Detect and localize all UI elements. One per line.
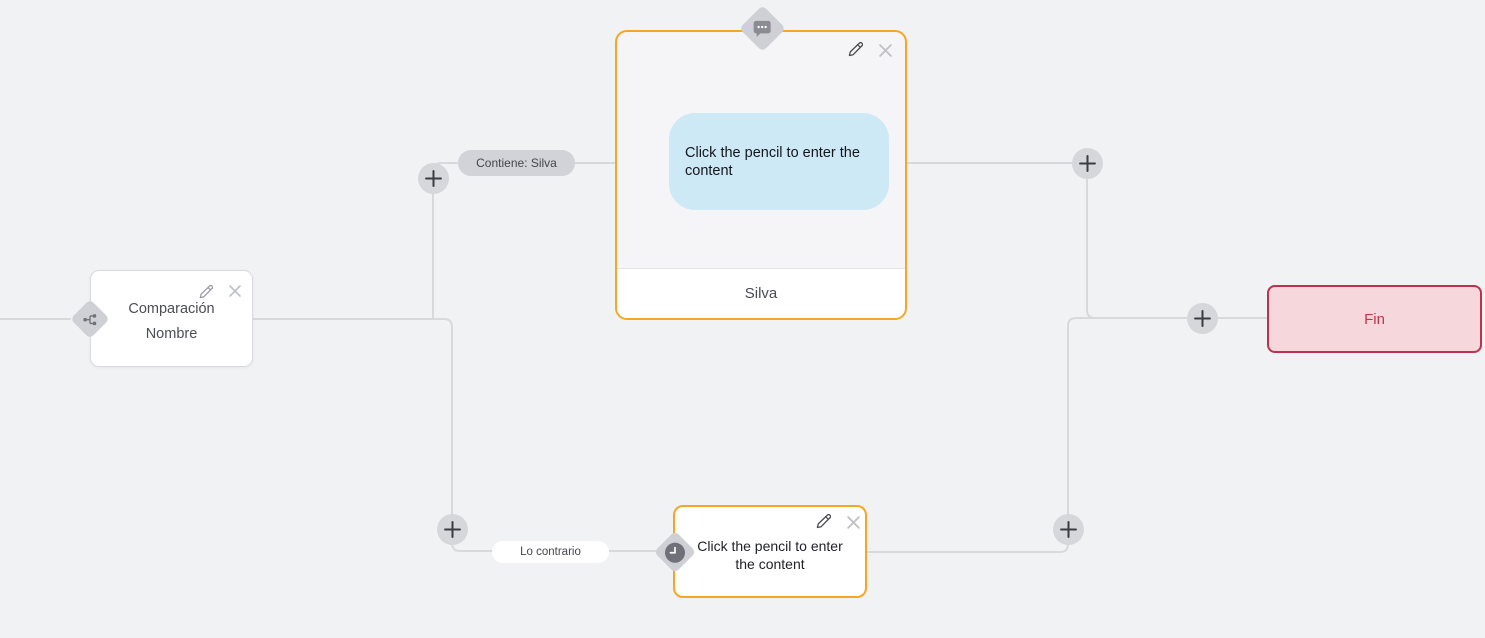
add-step-button-after-message[interactable] [1072,148,1103,179]
message-bubble: Click the pencil to enter the content [669,113,889,210]
delay-connector[interactable] [653,530,697,574]
edge-condition-contains [432,162,617,320]
message-delete-button[interactable] [876,41,894,59]
delay-node[interactable]: Click the pencil to enter the content [673,505,867,598]
plus-icon [1060,521,1077,538]
clock-icon [664,541,686,563]
message-placeholder-text: Click the pencil to enter the content [685,144,860,179]
condition-title: Comparación [128,301,215,317]
branch-icon [83,312,98,327]
end-label: Fin [1364,310,1385,328]
plus-icon [1079,155,1096,172]
close-icon [846,515,860,529]
pencil-icon [848,42,863,57]
plus-icon [1194,310,1211,327]
add-step-button-contains[interactable] [418,163,449,194]
edge-label-otherwise: Lo contrario [492,541,609,563]
pencil-icon [199,284,213,298]
plus-icon [444,521,461,538]
condition-connector[interactable] [70,299,110,339]
add-step-button-otherwise[interactable] [437,514,468,545]
delay-delete-button[interactable] [844,513,862,531]
chat-bubble-icon [753,20,772,38]
condition-edit-button[interactable] [196,282,214,300]
delay-edit-button[interactable] [814,512,832,530]
condition-delete-button[interactable] [226,282,244,300]
close-icon [878,43,892,57]
condition-node[interactable]: Comparación Nombre [90,270,253,367]
edge-label-contains: Contiene: Silva [458,150,575,176]
pencil-icon [816,514,831,529]
message-connector[interactable] [739,5,786,52]
edge-message-to-end [905,162,1269,319]
delay-placeholder-text: Click the pencil to enter the content [697,538,843,572]
message-node[interactable]: Click the pencil to enter the content Si… [615,30,907,320]
add-step-button-after-delay[interactable] [1053,514,1084,545]
close-icon [229,285,241,297]
message-footer: Silva [617,268,905,318]
condition-variable: Nombre [145,326,198,342]
add-step-button-before-end[interactable] [1187,303,1218,334]
message-edit-button[interactable] [846,40,864,58]
message-footer-label: Silva [744,285,778,302]
plus-icon [425,170,442,187]
edge-condition-otherwise [252,318,675,552]
end-node[interactable]: Fin [1267,285,1482,353]
